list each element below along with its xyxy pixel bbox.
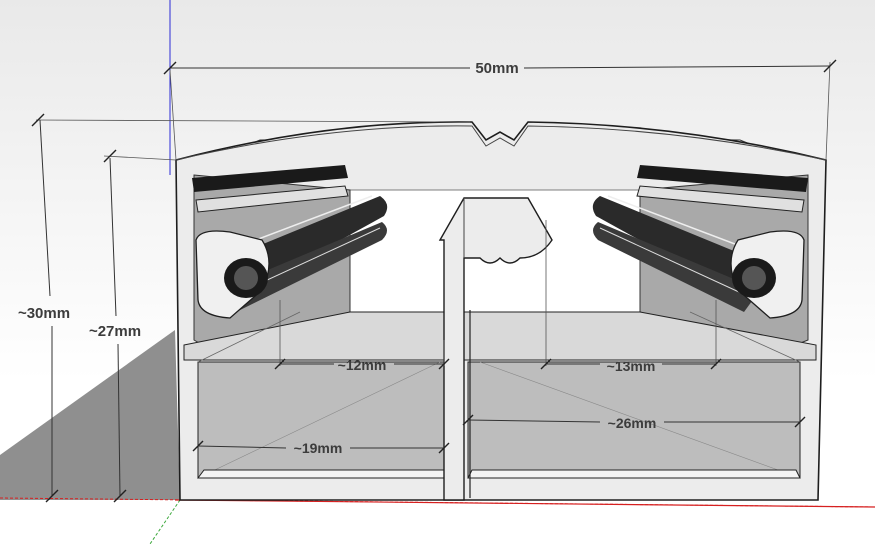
dim-50mm: 50mm bbox=[475, 60, 518, 77]
dimension-right-slot: ~13mm bbox=[540, 220, 722, 374]
dim-12mm: ~12mm bbox=[338, 357, 387, 373]
dimension-left-slot: ~12mm bbox=[274, 300, 450, 373]
dim-19mm: ~19mm bbox=[294, 440, 343, 456]
dim-26mm: ~26mm bbox=[608, 415, 657, 431]
dim-30mm: ~30mm bbox=[18, 305, 70, 322]
dimension-left-chamber: ~19mm bbox=[192, 440, 450, 456]
dimension-outer-height: ~30mm bbox=[18, 113, 471, 503]
red-axis-solid bbox=[174, 499, 875, 508]
mid-shelf bbox=[183, 311, 817, 361]
left-lower-chamber bbox=[197, 361, 449, 479]
aluminum-profile bbox=[175, 121, 827, 501]
left-tray bbox=[197, 469, 449, 479]
right-tray bbox=[467, 469, 801, 479]
dimension-overall-width: 50mm bbox=[163, 59, 837, 161]
center-rib bbox=[438, 197, 553, 501]
ground-shadow bbox=[0, 330, 180, 500]
green-axis bbox=[149, 499, 181, 544]
top-cap bbox=[175, 125, 827, 161]
dimension-inner-height: ~27mm bbox=[89, 149, 177, 503]
dimension-right-chamber: ~26mm bbox=[462, 414, 806, 431]
right-grooves bbox=[592, 165, 808, 312]
dim-27mm: ~27mm bbox=[89, 323, 141, 340]
dim-13mm: ~13mm bbox=[607, 358, 656, 374]
